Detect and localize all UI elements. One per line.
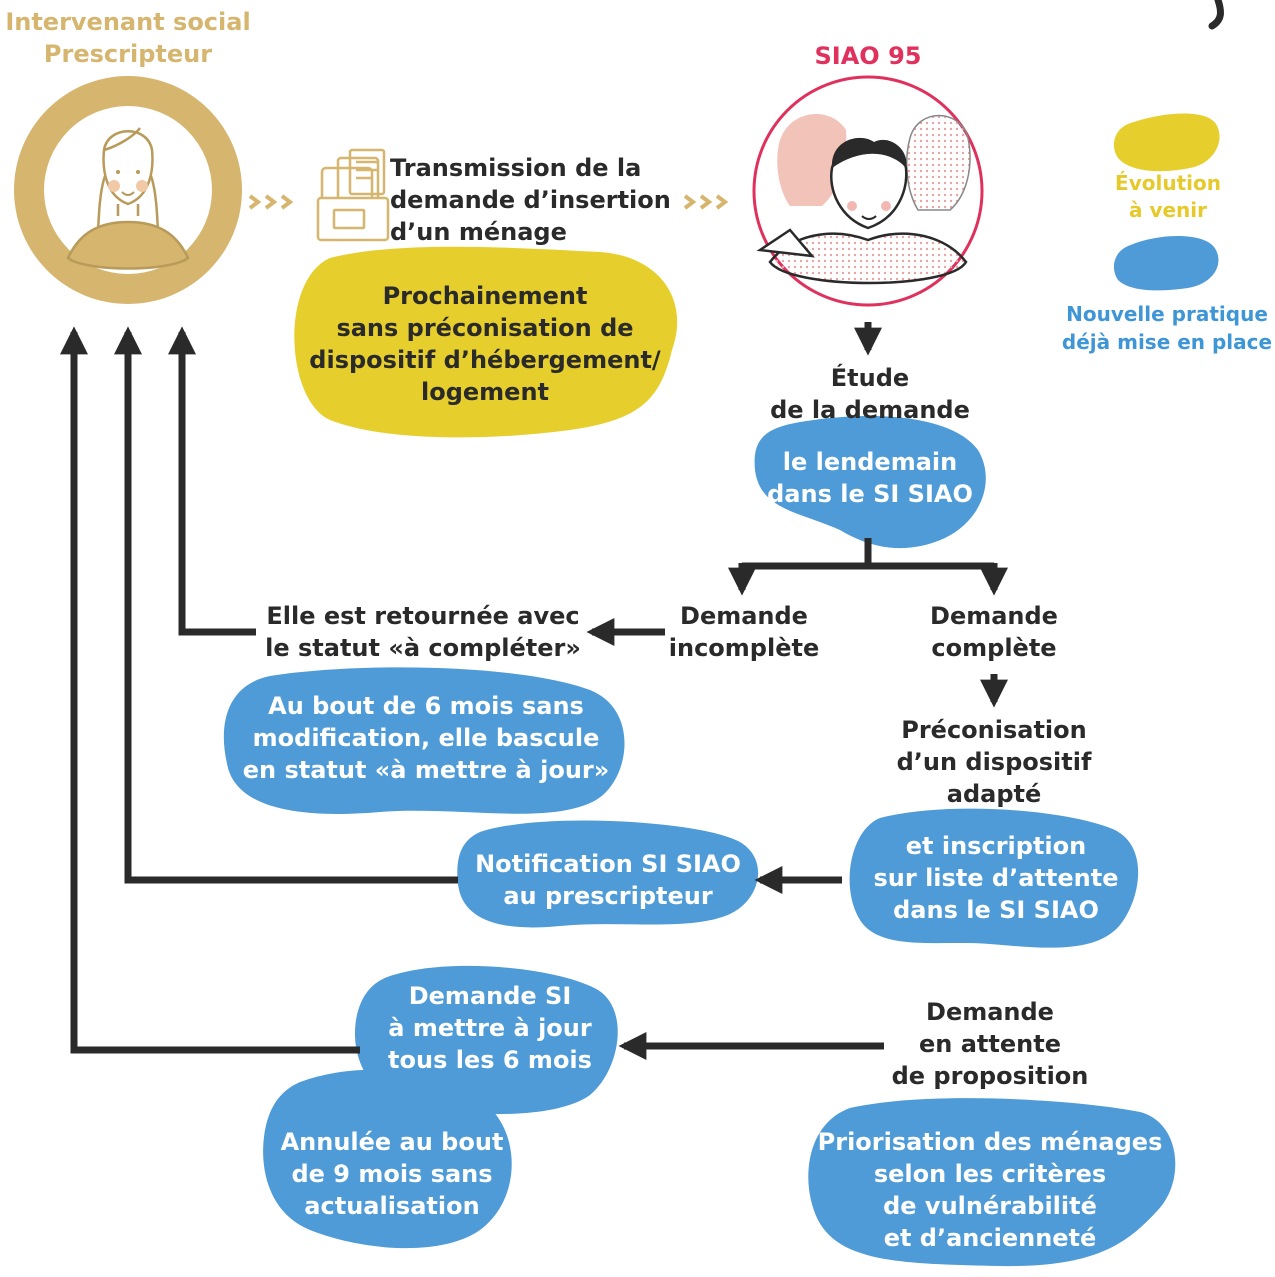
recommendation-text: Préconisation d’un dispositif adapté (896, 716, 1092, 808)
siao-label: SIAO 95 (814, 42, 922, 70)
legend-future-label: Évolution à venir (1115, 171, 1221, 222)
recommendation-note: et inscription sur liste d’attente dans … (873, 832, 1119, 924)
documents-folder-icon (316, 148, 390, 242)
cancel-text: Annulée au bout de 9 mois sans actualisa… (280, 1128, 504, 1220)
arrow-returned-to-prescriber (168, 326, 256, 636)
waiting-text: Demande en attente de proposition (891, 998, 1089, 1090)
blue-blob-notification (457, 820, 759, 928)
transmission-text: Transmission de la demande d’insertion d… (390, 154, 671, 246)
returned-text: Elle est retournée avec le statut «à com… (265, 602, 581, 662)
woman-portrait-icon (14, 76, 242, 304)
notification-text: Notification SI SIAO au prescripteur (475, 850, 741, 910)
study-note: le lendemain dans le SI SIAO (767, 448, 973, 508)
transmission-note: Prochainement sans préconisation de disp… (309, 282, 661, 406)
prescriber-label: Intervenant social Prescripteur (5, 8, 251, 68)
blue-blob-returned (223, 667, 625, 814)
group-of-three-women-icon (752, 75, 984, 307)
decorative-swoosh (1208, 0, 1224, 30)
arrow-notification-to-prescriber (114, 326, 458, 884)
returned-note: Au bout de 6 mois sans modification, ell… (242, 692, 610, 784)
blue-blob-recommendation (849, 808, 1139, 948)
legend-yellow-swatch (1113, 113, 1220, 172)
complete-text: Demande complète (930, 602, 1058, 662)
blue-blob-cancel (263, 1069, 512, 1249)
study-text: Étude de la demande (770, 364, 970, 424)
yellow-blob-transmission (294, 246, 678, 438)
update-text: Demande SI à mettre à jour tous les 6 mo… (388, 982, 592, 1074)
blue-blob-study (754, 416, 986, 549)
legend-blue-swatch (1113, 235, 1219, 291)
waiting-note: Priorisation des ménages selon les critè… (817, 1128, 1163, 1252)
blue-blob-waiting (808, 1098, 1176, 1267)
triple-chevron-right-icon (248, 194, 729, 210)
incomplete-text: Demande incomplète (668, 602, 820, 662)
legend-current-label: Nouvelle pratique déjà mise en place (1061, 302, 1273, 354)
arrow-update-to-prescriber (60, 326, 360, 1054)
